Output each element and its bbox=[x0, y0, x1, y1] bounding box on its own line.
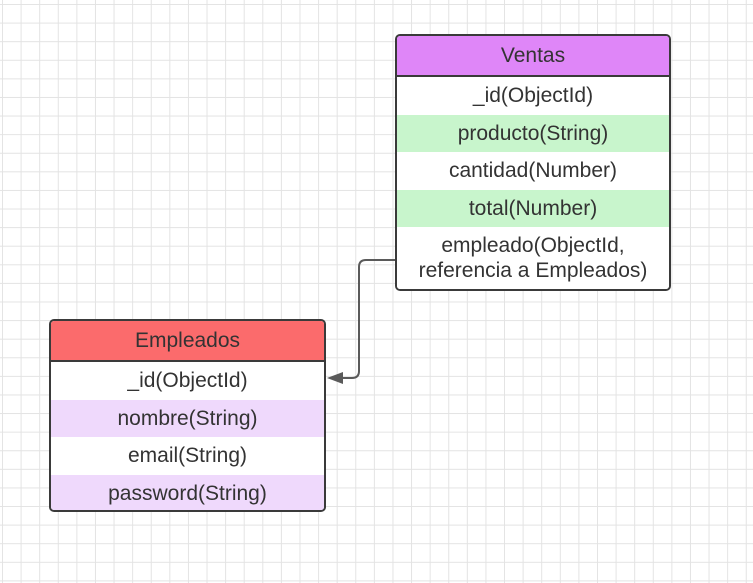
ventas-field-total: total(Number) bbox=[397, 189, 669, 227]
ventas-field-id: _id(ObjectId) bbox=[397, 77, 669, 115]
empleados-title: Empleados bbox=[134, 328, 241, 352]
empleados-field-id: _id(ObjectId) bbox=[51, 362, 324, 400]
arrowhead-icon bbox=[327, 372, 343, 384]
empleados-field-nombre: nombre(String) bbox=[51, 399, 324, 437]
empleados-header: Empleados bbox=[51, 321, 324, 362]
ventas-field-producto: producto(String) bbox=[397, 114, 669, 152]
ventas-field-empleado: empleado(ObjectId, referencia a Empleado… bbox=[397, 227, 669, 289]
connector-line bbox=[341, 259, 396, 379]
ventas-entity[interactable]: Ventas _id(ObjectId) producto(String) ca… bbox=[395, 34, 671, 291]
empleados-field-password: password(String) bbox=[51, 474, 324, 510]
empleados-entity[interactable]: Empleados _id(ObjectId) nombre(String) e… bbox=[49, 319, 326, 512]
ventas-title: Ventas bbox=[500, 43, 566, 67]
ventas-field-cantidad: cantidad(Number) bbox=[397, 152, 669, 190]
empleados-field-email: email(String) bbox=[51, 437, 324, 475]
ventas-header: Ventas bbox=[397, 36, 669, 77]
